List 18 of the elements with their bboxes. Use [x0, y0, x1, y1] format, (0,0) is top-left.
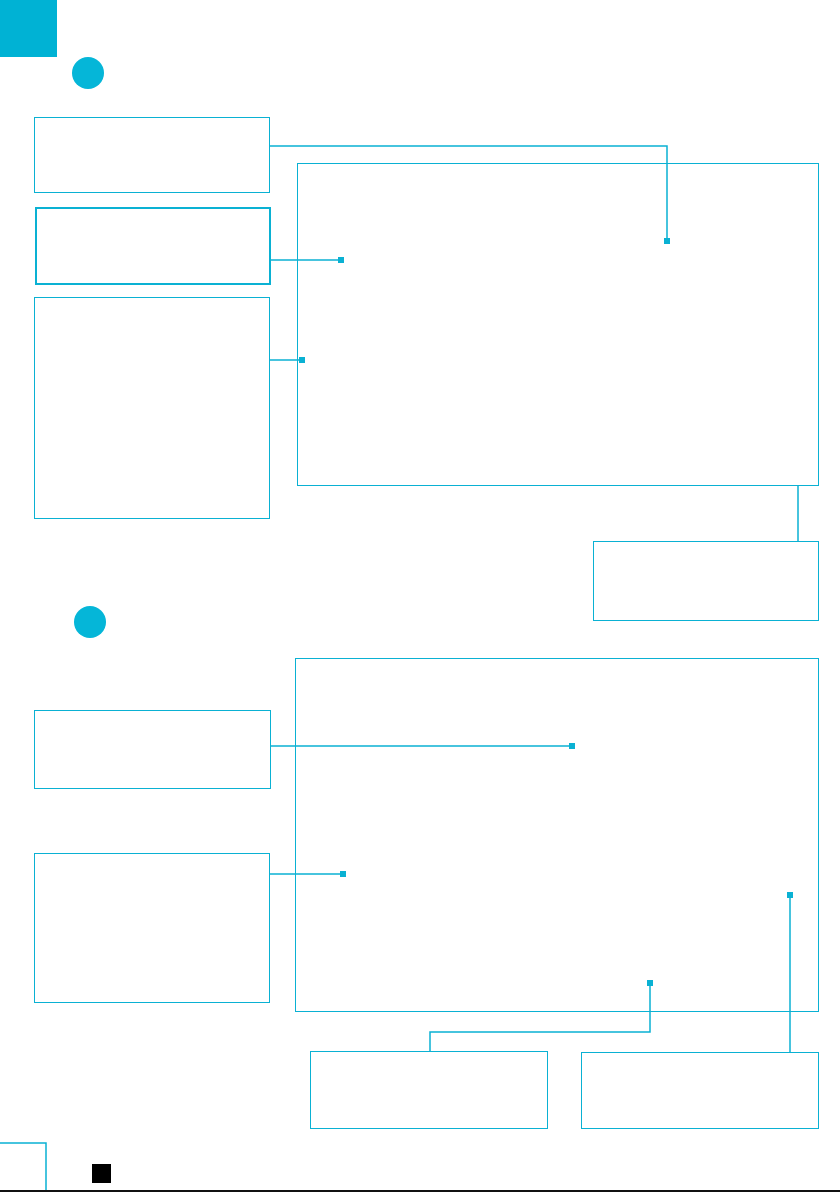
connector-line: [269, 871, 346, 877]
connector-line: [797, 485, 799, 542]
callout-box: [581, 1052, 819, 1129]
connector-line: [270, 257, 344, 263]
connector-line: [787, 892, 793, 1053]
picture-frame: [297, 163, 819, 486]
callout-box: [35, 207, 271, 285]
connector-line: [270, 743, 575, 749]
callout-box: [34, 710, 271, 789]
callout-box: [34, 853, 270, 1003]
callout-box: [310, 1051, 548, 1129]
connector-line: [429, 980, 653, 1052]
connector-line: [269, 145, 670, 244]
callout-box: [593, 541, 819, 621]
callout-box: [34, 117, 270, 193]
connector-line: [269, 357, 305, 363]
callout-box: [34, 297, 270, 519]
picture-frame: [295, 658, 819, 1012]
